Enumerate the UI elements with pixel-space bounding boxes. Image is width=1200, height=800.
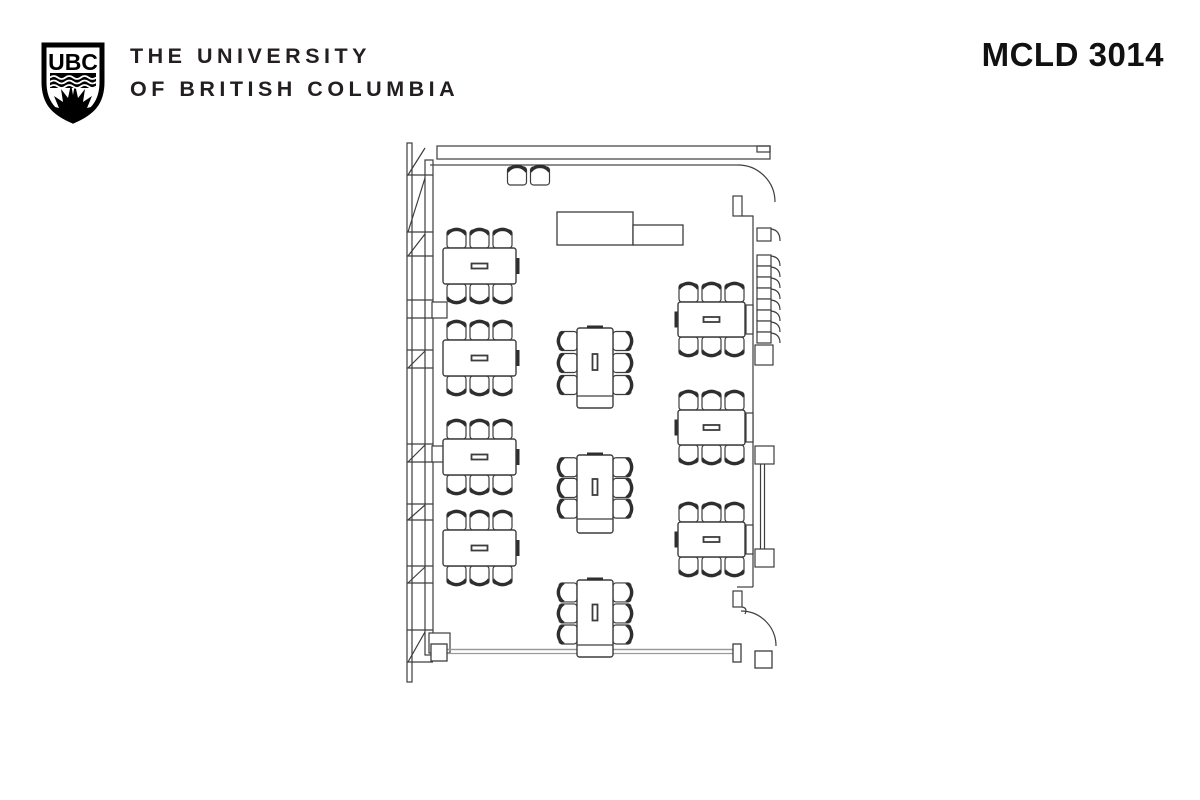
chair (678, 281, 699, 303)
right-table-1 (674, 281, 754, 358)
left-table-4 (442, 509, 520, 587)
coat-hooks (756, 227, 781, 344)
university-wordmark-line2: OF BRITISH COLUMBIA (130, 77, 460, 101)
chair (556, 582, 578, 603)
center-table-3 (556, 577, 634, 658)
chair (469, 227, 490, 249)
chair (612, 477, 634, 499)
chair (446, 474, 467, 496)
chair (678, 336, 699, 358)
chair (556, 498, 578, 519)
chair (556, 603, 578, 624)
chair (492, 375, 513, 397)
chair (701, 501, 722, 523)
lectern-main (556, 211, 634, 246)
chair (612, 603, 634, 624)
chair (492, 565, 513, 587)
wall-chair-1 (506, 164, 528, 186)
chair (724, 556, 745, 578)
chair (469, 418, 490, 440)
chair (469, 283, 490, 305)
top-wall (430, 145, 771, 166)
chair (701, 389, 722, 411)
center-table-2 (556, 452, 634, 534)
ubc-crest-icon: UBC (41, 42, 105, 124)
chair (612, 352, 634, 374)
chair (492, 227, 513, 249)
right-table-2 (674, 389, 754, 466)
chair (724, 336, 745, 358)
chair (492, 319, 513, 341)
left-table-3 (442, 418, 520, 496)
chair (556, 330, 578, 352)
chair (612, 374, 634, 396)
lectern-side (632, 224, 684, 246)
chair (469, 375, 490, 397)
room-number-label: MCLD 3014 (981, 36, 1164, 73)
chair (724, 444, 745, 466)
furniture-layer (442, 164, 754, 658)
chair (678, 444, 699, 466)
chair (446, 565, 467, 587)
door-bottom-right (732, 586, 777, 647)
wall-chair-2 (529, 164, 551, 186)
chair (612, 457, 634, 478)
chair (492, 509, 513, 531)
chair (492, 283, 513, 305)
chair (701, 281, 722, 303)
university-wordmark-line1: THE UNIVERSITY (130, 44, 371, 68)
right-table-3 (674, 501, 754, 578)
chair (724, 281, 745, 303)
chair (556, 374, 578, 396)
chair (446, 509, 467, 531)
chair (678, 556, 699, 578)
chair (446, 375, 467, 397)
chair (724, 501, 745, 523)
chair (612, 624, 634, 645)
chair (678, 389, 699, 411)
chair (446, 418, 467, 440)
chair (678, 501, 699, 523)
right-wall (754, 344, 775, 568)
ubc-logo: UBC (40, 42, 106, 124)
chair (612, 582, 634, 603)
chair (492, 418, 513, 440)
left-table-2 (442, 319, 520, 397)
chair (556, 477, 578, 499)
chair (556, 352, 578, 374)
chair (724, 389, 745, 411)
chair (556, 457, 578, 478)
chair (469, 565, 490, 587)
lectern (556, 211, 684, 246)
chair (446, 227, 467, 249)
chair (701, 556, 722, 578)
chair (492, 474, 513, 496)
left-curtain-wall (406, 142, 451, 683)
chair (469, 319, 490, 341)
chair (446, 319, 467, 341)
chair (701, 336, 722, 358)
chair (469, 509, 490, 531)
chair (701, 444, 722, 466)
chair (612, 330, 634, 352)
logo-text: UBC (48, 49, 98, 75)
chair (556, 624, 578, 645)
chair (469, 474, 490, 496)
university-wordmark: THE UNIVERSITY OF BRITISH COLUMBIA (130, 40, 459, 106)
door-top-right (732, 164, 776, 587)
left-table-1 (442, 227, 520, 305)
center-table-1 (556, 325, 634, 409)
chair (612, 498, 634, 519)
chair (446, 283, 467, 305)
